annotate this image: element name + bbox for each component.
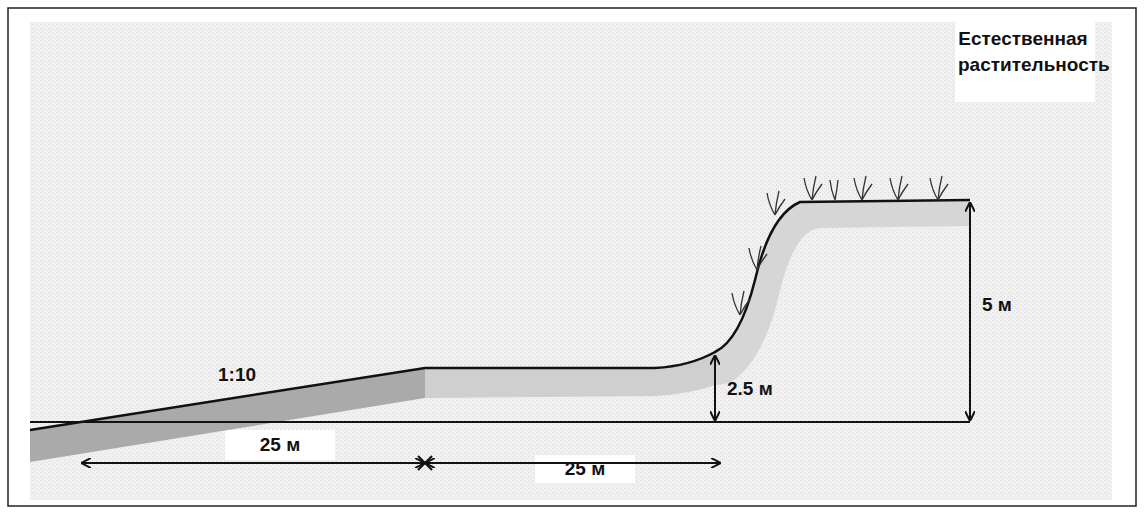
- dimension-label: 25 м: [565, 456, 605, 482]
- dimension-label: 25 м: [260, 432, 300, 458]
- vegetation-label: Естественная растительность: [958, 26, 1088, 77]
- dimension-label: 2.5 м: [727, 376, 773, 402]
- dimension-label: 5 м: [982, 292, 1012, 318]
- slope-ratio: 1:10: [218, 362, 256, 388]
